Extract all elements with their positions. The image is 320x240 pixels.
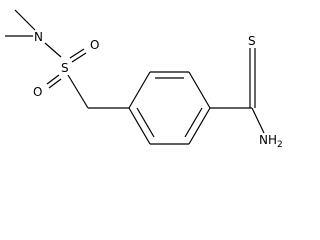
bond-s-to-o-bottom-1 bbox=[46, 74, 60, 85]
atom-label-nh2: NH2 bbox=[259, 133, 283, 150]
structure-canvas: N S O O S NH2 bbox=[5, 9, 283, 150]
bond-s-to-ch2 bbox=[67, 74, 89, 109]
ring-inner-double-left bbox=[136, 107, 155, 138]
ring-bond-3 bbox=[188, 71, 211, 109]
chemical-structure-diagram: N S O O S NH2 bbox=[5, 9, 283, 150]
ring-inner-double-right bbox=[184, 107, 203, 138]
ring-bond-6 bbox=[128, 107, 151, 145]
atom-label-h-count: 2 bbox=[277, 140, 283, 150]
atom-label-n: N bbox=[34, 30, 43, 44]
bond-methyl-top-to-n bbox=[14, 9, 36, 31]
bond-s-to-o-top-1 bbox=[69, 48, 85, 59]
bond-s-to-o-top-2 bbox=[71, 52, 87, 63]
bond-n-to-s bbox=[44, 42, 62, 58]
atom-label-thio-s: S bbox=[248, 34, 256, 48]
bond-s-to-o-bottom-2 bbox=[48, 78, 62, 89]
ring-bond-1 bbox=[128, 71, 151, 109]
bond-c-to-nh2 bbox=[251, 107, 265, 134]
atom-labels: N S O O S NH2 bbox=[33, 30, 283, 150]
atom-label-o-bottom: O bbox=[33, 85, 42, 99]
bonds bbox=[5, 9, 265, 145]
atom-label-nh: NH bbox=[259, 133, 277, 147]
atom-label-s: S bbox=[61, 61, 69, 75]
ring-bond-4 bbox=[188, 107, 211, 145]
atom-label-o-top: O bbox=[90, 38, 99, 52]
